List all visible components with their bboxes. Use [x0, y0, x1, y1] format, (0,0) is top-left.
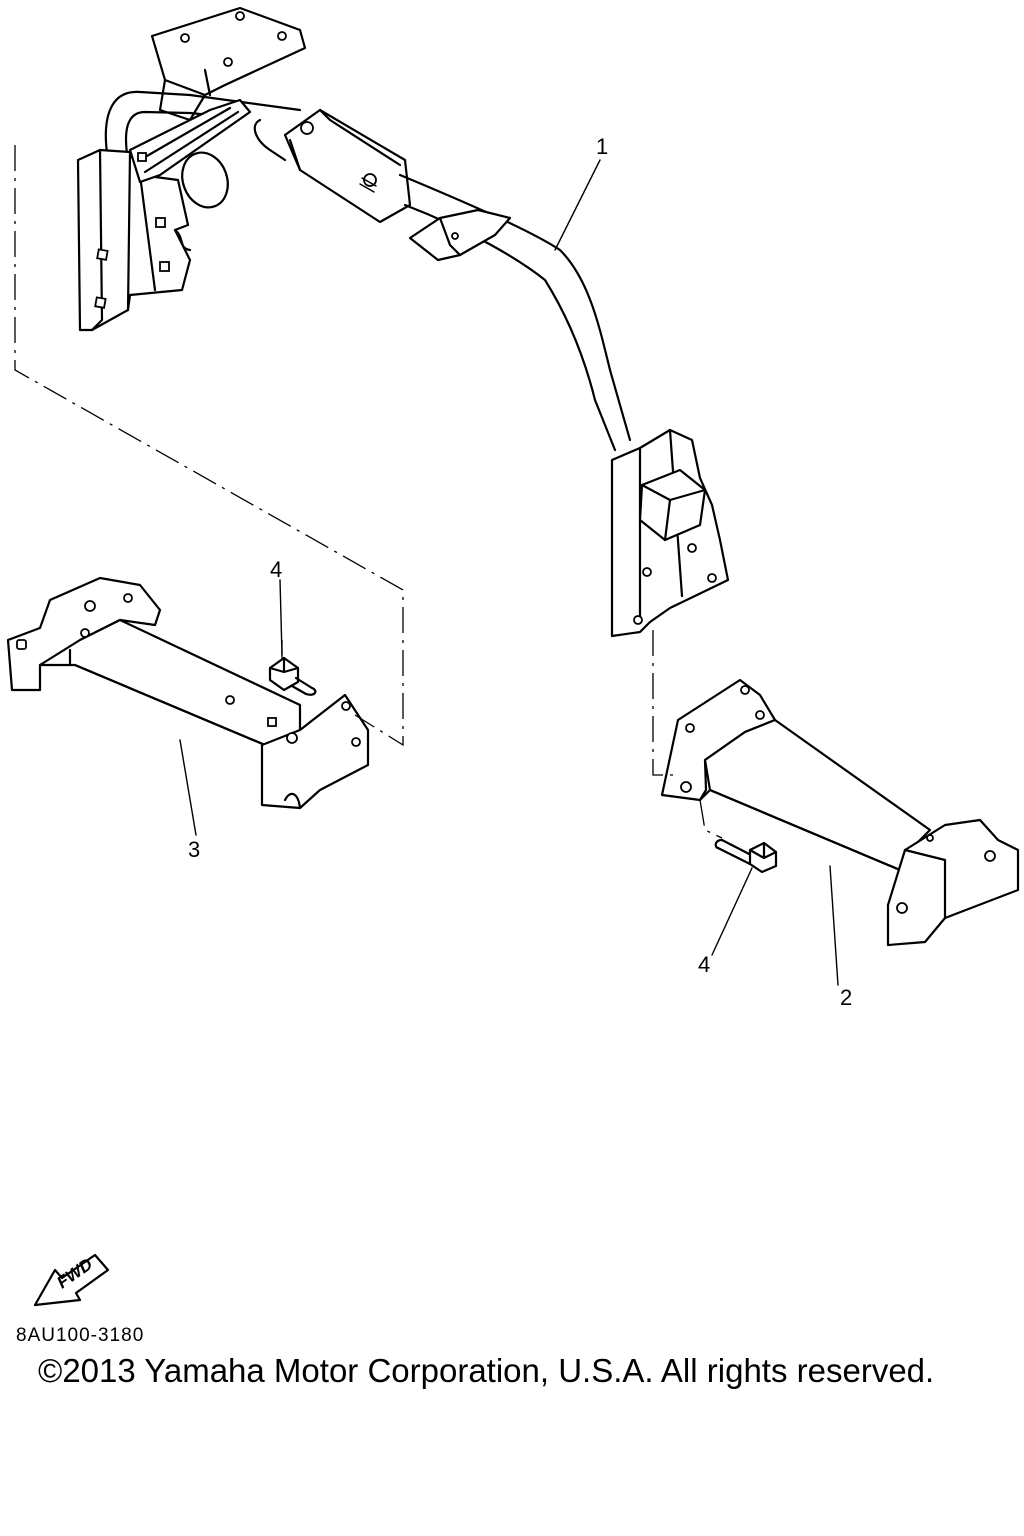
- diagram-code: 8AU100-3180: [16, 1325, 145, 1346]
- part-1-handle-bar: [76, 6, 730, 638]
- fwd-arrow-icon: FWD: [33, 1253, 110, 1307]
- callout-3: 3: [188, 837, 200, 862]
- callout-4-upper: 4: [270, 557, 282, 582]
- callout-4-lower: 4: [698, 952, 710, 977]
- leader-lines: [179, 159, 839, 986]
- callout-1: 1: [596, 134, 608, 159]
- part-2-right-bracket: [660, 678, 1020, 947]
- part-4-bolt-upper: [268, 656, 317, 696]
- part-4-bolt-lower: [714, 838, 778, 874]
- copyright-notice: ©2013 Yamaha Motor Corporation, U.S.A. A…: [38, 1352, 935, 1389]
- part-3-left-bracket: [6, 576, 370, 810]
- callout-2: 2: [840, 985, 852, 1010]
